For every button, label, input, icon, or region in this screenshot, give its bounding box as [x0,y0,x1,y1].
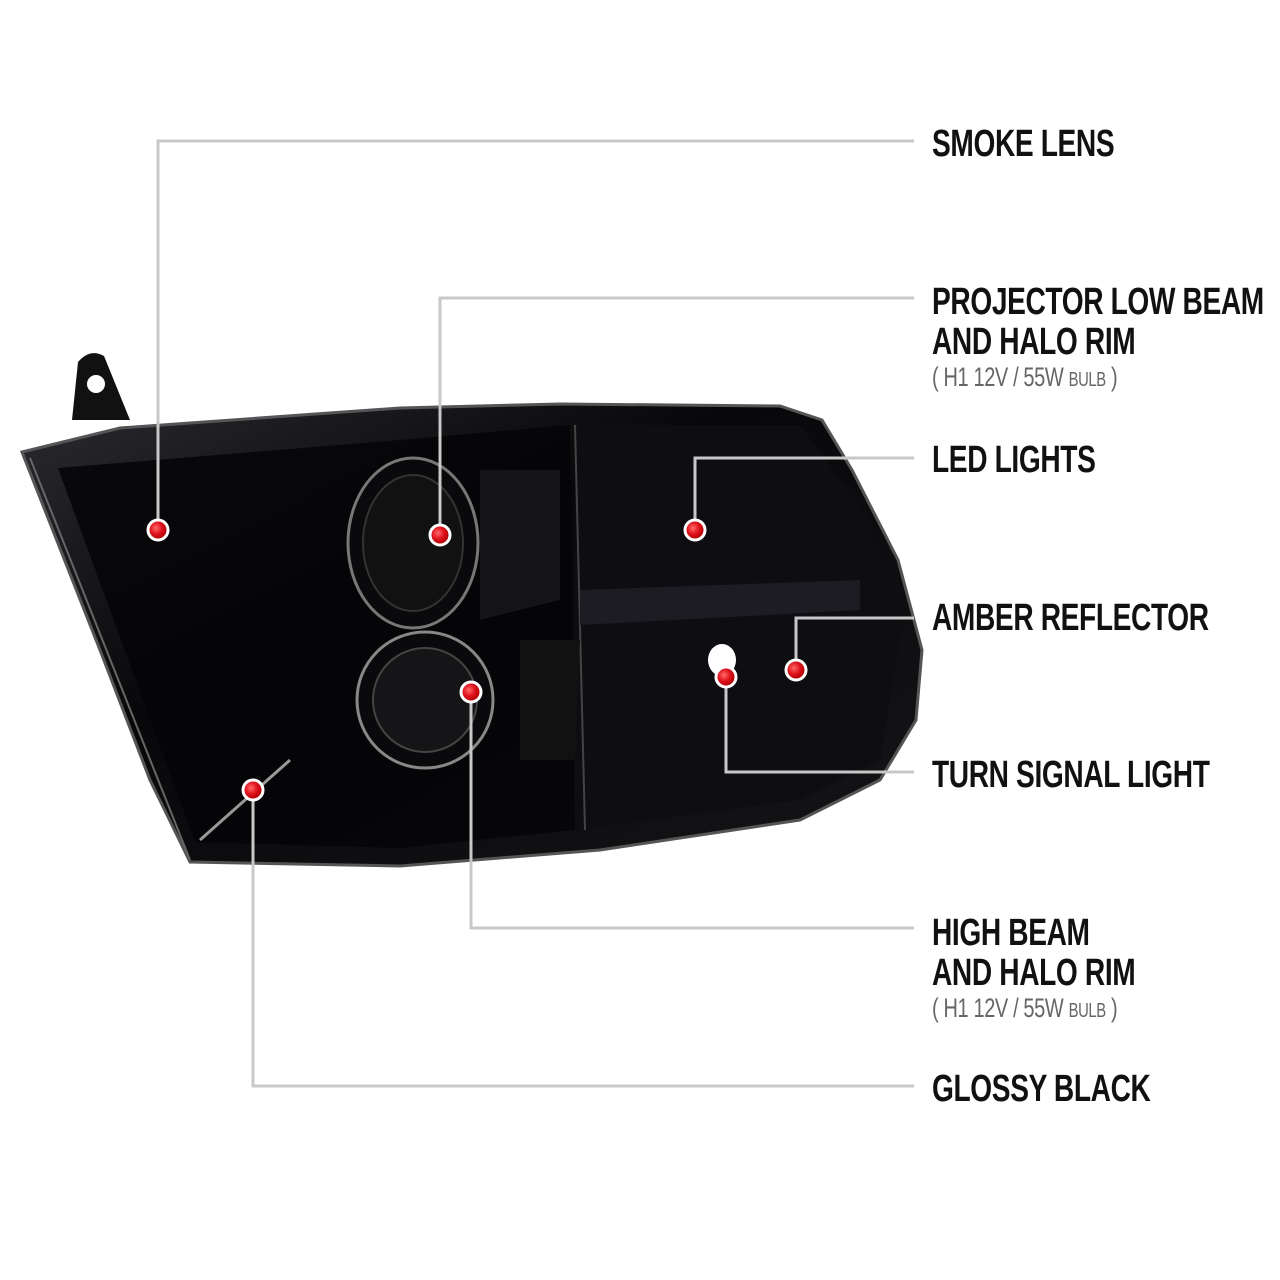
marker-dot-high-beam [459,680,483,704]
leader-glossy-black [251,790,914,1088]
label-turn-signal-light: TURN SIGNAL LIGHT [932,754,1210,796]
marker-dot-led [683,518,707,542]
leader-turn-signal [724,677,914,774]
label-smoke-lens: SMOKE LENS [932,123,1115,165]
marker-dot-turn [714,665,738,689]
leader-amber-reflector [794,616,914,670]
label-led-lights: LED LIGHTS [932,439,1096,481]
label-high-beam: HIGH BEAM AND HALO RIM ( H1 12V / 55W BU… [932,912,1136,1023]
leader-smoke-lens [156,139,914,530]
leader-lines [156,139,914,1088]
label-glossy-black: GLOSSY BLACK [932,1068,1151,1110]
marker-dot-low-beam [428,523,452,547]
marker-dot-amber [784,658,808,682]
label-amber-reflector: AMBER REFLECTOR [932,597,1209,639]
leader-high-beam [469,692,914,930]
label-projector-low-beam: PROJECTOR LOW BEAM AND HALO RIM ( H1 12V… [932,281,1264,392]
marker-dot-glossy [241,778,265,802]
leader-projector-low-beam [438,296,914,535]
leader-led-lights [693,456,914,530]
marker-dot-smoke-lens [146,518,170,542]
